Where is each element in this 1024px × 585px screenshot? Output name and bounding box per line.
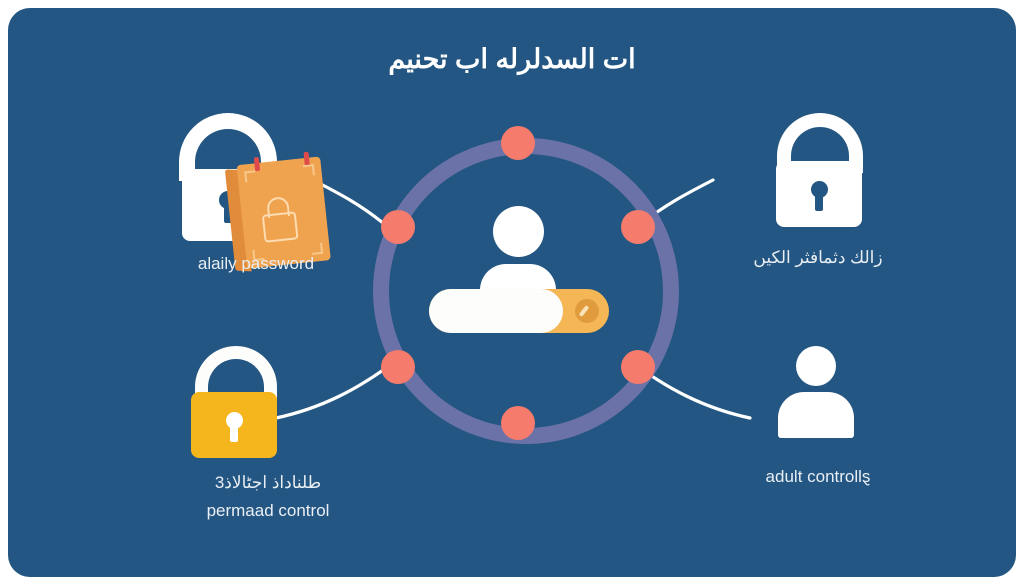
node-bottom-left-label-secondary: permaad control	[206, 501, 330, 520]
user-icon-head	[796, 346, 836, 386]
padlock-keyslot	[224, 203, 232, 223]
ring-dot-top-right	[621, 210, 655, 244]
key-knob-icon[interactable]	[575, 299, 599, 323]
notebook-lock-glyph	[258, 193, 303, 243]
node-top-left-label: alaily password	[197, 254, 315, 273]
node-top-right-label: زالك دثمافثر الكیں	[753, 248, 883, 267]
toggle-slider[interactable]	[429, 289, 609, 333]
user-icon-body	[778, 392, 854, 438]
padlock-keyslot	[230, 423, 238, 442]
ring-dot-top	[501, 126, 535, 160]
node-bottom-left-label: طلناداذ اجٹالاذ3	[214, 473, 322, 492]
ring-dot-top-left	[381, 210, 415, 244]
slider-fill	[429, 289, 563, 333]
avatar-head	[493, 206, 544, 257]
page-title: ات السدلرله اب تحنیم	[388, 44, 636, 74]
notebook-corner-tl	[244, 170, 257, 183]
center-ring-group	[373, 126, 679, 444]
ring-dot-bottom-right	[621, 350, 655, 384]
ring-dot-bottom-left	[381, 350, 415, 384]
notebook-corner-tr	[302, 164, 315, 177]
user-icon	[778, 346, 854, 442]
padlock-keyslot	[815, 192, 823, 211]
notebook-lock-body	[261, 211, 299, 243]
connector-bottom-left	[274, 366, 388, 420]
padlock-yellow-icon	[186, 346, 286, 458]
infographic-card: ات السدلرله اب تحنیم	[8, 8, 1016, 577]
ring-dot-bottom	[501, 406, 535, 440]
padlock-icon	[770, 113, 870, 227]
node-bottom-right-label: adult controllȿ	[765, 467, 871, 486]
